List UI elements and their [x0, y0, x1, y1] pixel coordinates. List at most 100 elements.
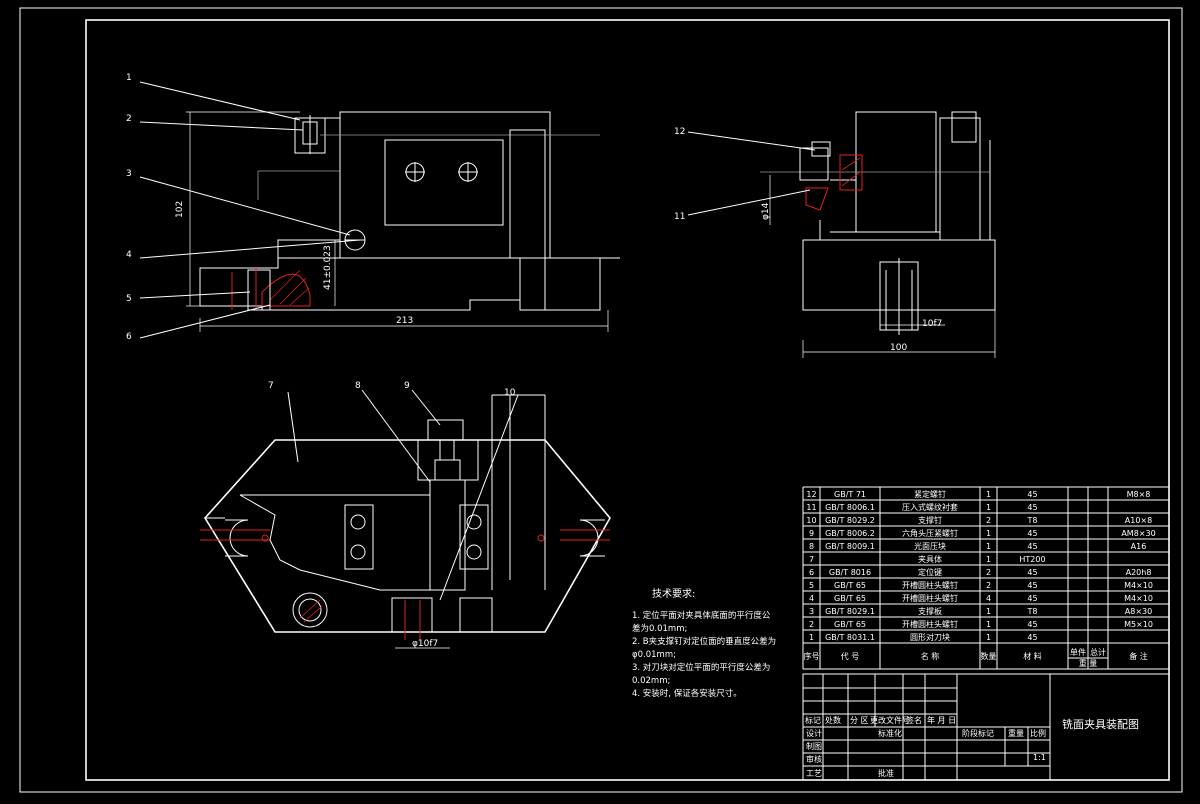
tech-line: 1. 定位平面对夹具体底面的平行度公 — [632, 610, 771, 621]
bom-cell-name: 支撑钉 — [918, 515, 942, 525]
tb-ratio: 比例 — [1030, 728, 1046, 738]
tech-heading: 技术要求: — [652, 587, 695, 600]
bom-header-no: 序号 — [804, 651, 820, 661]
balloon-8: 8 — [355, 381, 361, 391]
bom-cell-code: GB/T 65 — [834, 594, 866, 603]
bom-cell-name: 开槽圆柱头螺钉 — [902, 580, 958, 590]
tb-role-process: 工艺 — [806, 769, 822, 778]
tb-rev-zone: 分 区 — [850, 716, 869, 725]
bom-cell-code: GB/T 8029.2 — [825, 516, 875, 525]
bom-cell-code: GB/T 65 — [834, 620, 866, 629]
tb-scale-value: 1:1 — [1033, 753, 1046, 762]
bom-cell-name: 夹具体 — [918, 554, 942, 564]
dim-10: 10f7 — [922, 319, 942, 329]
bom-cell-no: 1 — [809, 633, 814, 642]
bom-cell-qty: 4 — [986, 594, 991, 603]
front-view — [186, 111, 620, 332]
bom-header-name: 名 称 — [921, 651, 940, 661]
tb-rev-date: 年 月 日 — [927, 715, 956, 725]
bom-header-note: 备 注 — [1129, 651, 1148, 661]
balloon-1: 1 — [126, 73, 132, 83]
balloon-7: 7 — [268, 381, 274, 391]
tech-line: 3. 对刀块对定位平面的平行度公差为 — [632, 662, 770, 673]
bom-cell-material: T8 — [1027, 516, 1038, 525]
tech-line: 4. 安装时, 保证各安装尺寸。 — [632, 688, 742, 699]
bom-header-unit: 单件 — [1070, 647, 1086, 657]
bom-cell-qty: 1 — [986, 490, 991, 499]
bom-header-code: 代 号 — [841, 651, 860, 661]
bom-cell-no: 10 — [806, 516, 816, 525]
bom-cell-note: M4×10 — [1124, 581, 1153, 590]
bom-cell-note: AM8×30 — [1121, 529, 1155, 538]
bom-cell-name: 开槽圆柱头螺钉 — [902, 593, 958, 603]
bom-cell-material: 45 — [1027, 503, 1037, 512]
bom-cell-no: 12 — [806, 490, 816, 499]
tech-requirements: 技术要求: 1. 定位平面对夹具体底面的平行度公 差为0.01mm; 2. B夹… — [632, 587, 776, 699]
balloon-12: 12 — [674, 127, 685, 137]
tb-role-draw: 制图 — [806, 741, 822, 751]
bom-cell-code: GB/T 8031.1 — [825, 633, 875, 642]
bom-cell-qty: 1 — [986, 607, 991, 616]
tb-role-check: 审核 — [806, 754, 822, 764]
balloon-6: 6 — [126, 332, 132, 342]
bom-cell-no: 5 — [809, 581, 814, 590]
bom-cell-material: 45 — [1027, 490, 1037, 499]
dim-100: 100 — [890, 343, 907, 353]
bom-cell-no: 3 — [809, 607, 814, 616]
bom-cell-note: A10×8 — [1125, 516, 1152, 525]
bom-cell-material: 45 — [1027, 594, 1037, 603]
bom-cell-name: 定位键 — [918, 567, 942, 577]
bom-cell-name: 支撑板 — [918, 606, 942, 616]
bom-cell-no: 8 — [809, 542, 814, 551]
bom-cell-name: 六角头压紧螺钉 — [902, 528, 958, 538]
tech-line: 差为0.01mm; — [632, 623, 687, 634]
bom-header-total: 总计 — [1090, 647, 1106, 657]
leader-lines — [139, 81, 816, 601]
bom-cell-name: 光面压块 — [914, 541, 946, 551]
bom-cell-material: HT200 — [1019, 555, 1045, 564]
bom-cell-name: 压入式螺纹衬套 — [902, 502, 958, 512]
dim-213: 213 — [396, 316, 413, 326]
bom-cell-code: GB/T 8006.2 — [825, 529, 875, 538]
bom-cell-code: GB/T 8016 — [829, 568, 871, 577]
bom-header-weight: 重 量 — [1079, 658, 1098, 668]
bom-cell-qty: 1 — [986, 555, 991, 564]
bom-cell-code: GB/T 71 — [834, 490, 866, 499]
bom-cell-note: M8×8 — [1127, 490, 1151, 499]
outer-frame — [19, 7, 1183, 793]
bom-cell-qty: 1 — [986, 503, 991, 512]
tb-role-design: 设计 — [806, 728, 822, 738]
bom-cell-code: GB/T 8009.1 — [825, 542, 875, 551]
top-view — [200, 394, 611, 649]
dim-10f7: φ10f7 — [412, 639, 438, 649]
bom-cell-no: 9 — [809, 529, 814, 538]
balloon-4: 4 — [126, 250, 132, 260]
tb-rev-doc: 更改文件号 — [870, 715, 910, 725]
bom-cell-qty: 1 — [986, 529, 991, 538]
title-block: 标记 处数 分 区 更改文件号 签名 年 月 日 设计 制图 审核 工艺 标准化… — [802, 673, 1170, 781]
bom-cell-material: T8 — [1027, 607, 1038, 616]
bom-cell-code: GB/T 8006.1 — [825, 503, 875, 512]
tb-std: 标准化 — [878, 728, 902, 738]
bom-cell-qty: 2 — [986, 516, 991, 525]
balloon-9: 9 — [404, 381, 410, 391]
bom-cell-material: 45 — [1027, 568, 1037, 577]
bom-cell-qty: 2 — [986, 568, 991, 577]
bom-cell-no: 2 — [809, 620, 814, 629]
tb-approve: 批准 — [878, 768, 894, 778]
bom-cell-no: 11 — [806, 503, 816, 512]
bom-cell-qty: 1 — [986, 633, 991, 642]
bom-cell-qty: 2 — [986, 581, 991, 590]
bom-cell-qty: 1 — [986, 620, 991, 629]
tb-weight: 重量 — [1008, 728, 1024, 738]
balloon-5: 5 — [126, 294, 132, 304]
tech-line: 2. B夹支撑钉对定位面的垂直度公差为 — [632, 636, 776, 647]
dim-41: 41±0.023 — [323, 245, 333, 290]
tech-line: φ0.01mm; — [632, 650, 676, 660]
bom-cell-no: 6 — [809, 568, 814, 577]
bom-cell-note: M4×10 — [1124, 594, 1153, 603]
bom-cell-material: 45 — [1027, 581, 1037, 590]
bom-cell-material: 45 — [1027, 529, 1037, 538]
